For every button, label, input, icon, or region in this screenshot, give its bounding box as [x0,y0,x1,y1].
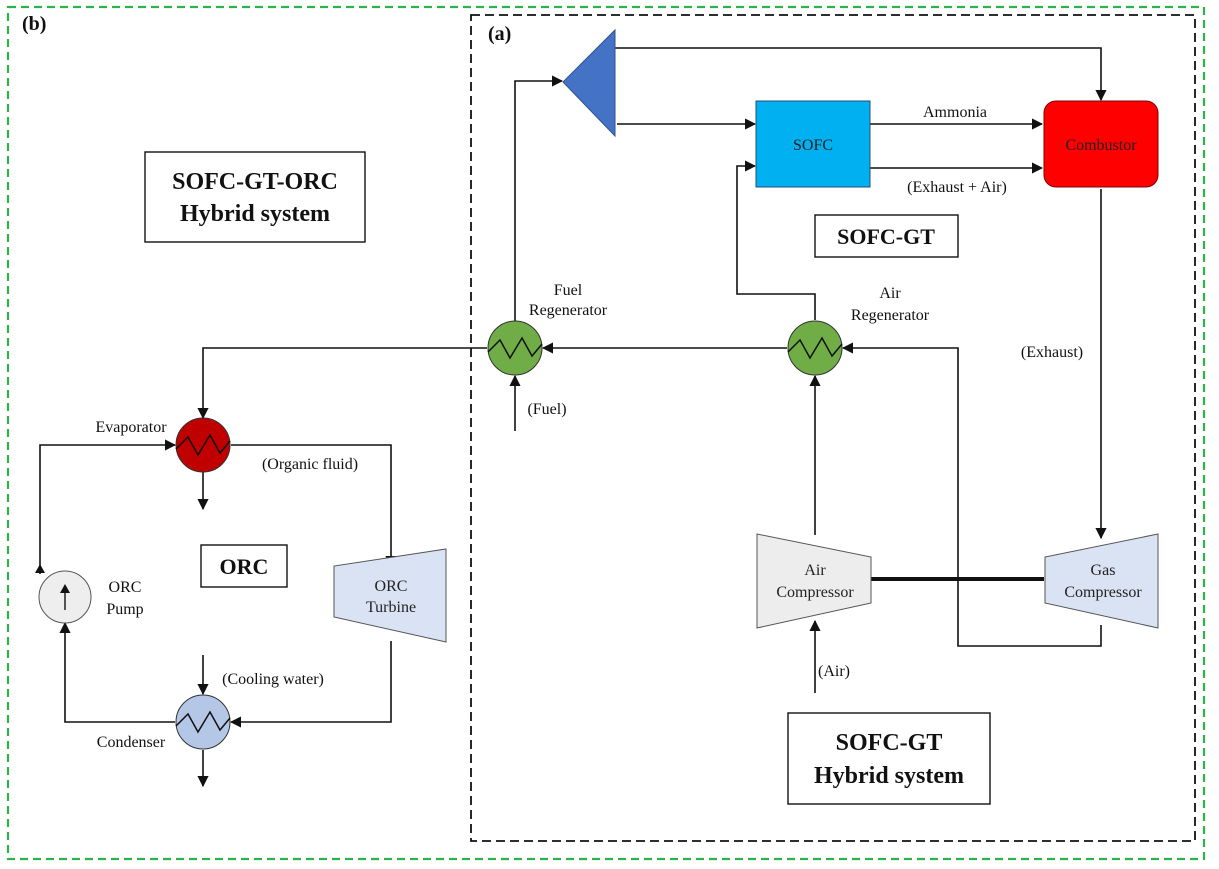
sofc-gt-hybrid-title-box: SOFC-GT Hybrid system [787,712,991,805]
outer-frame [6,5,1206,861]
sofc-gt-hybrid-title-line2: Hybrid system [814,763,964,789]
air-label: (Air) [818,663,850,680]
cooling-water-label: (Cooling water) [222,671,324,688]
sofc-gt-title-box: SOFC-GT [814,214,959,258]
sofc-gt-orc-title-line1: SOFC-GT-ORC [172,169,338,195]
evaporator-label: Evaporator [95,419,167,436]
ammonia-label: Ammonia [923,104,987,121]
sofc-gt-orc-title-line2: Hybrid system [180,201,330,227]
turbine-to-condenser-line [229,641,392,728]
air-compressor-label-1: Air [804,562,826,579]
orc-pump[interactable] [38,570,92,624]
sofc-label: SOFC [793,137,833,154]
combustor-block[interactable]: Combustor [1043,100,1159,188]
air-regen-label-1: Air [879,285,901,302]
sofc-block[interactable]: SOFC [755,100,871,188]
fuel-regen-label-1: Fuel [554,282,583,299]
gas-out-to-air-regen-line [841,342,1102,647]
inner-frame [470,14,1196,842]
sofc-gt-orc-title-box: SOFC-GT-ORC Hybrid system [144,151,366,243]
condenser-to-pump-line [59,621,175,723]
exhaust-air-label: (Exhaust + Air) [907,179,1007,196]
condenser-label: Condenser [97,734,166,751]
fuel-regenerator[interactable] [487,320,543,376]
fuel-label: (Fuel) [527,401,566,418]
sofc-gt-hybrid-title-line1: SOFC-GT [836,730,943,756]
gas-compressor-label-1: Gas [1091,562,1116,579]
orc-pump-label-2: Pump [106,601,143,618]
air-regen-to-sofc-line [736,160,816,320]
exhaust-label: (Exhaust) [1021,344,1083,361]
panel-label-b: (b) [22,13,46,35]
gas-compressor-label-2: Compressor [1064,584,1142,601]
orc-title: ORC [220,554,269,579]
fuel-regen-to-splitter-line [514,75,564,322]
condenser[interactable] [175,694,231,750]
orc-turbine-label-1: ORC [375,578,408,595]
gas-compressor[interactable]: Gas Compressor [1044,533,1159,629]
splitter-to-combustor-line [615,47,1107,102]
orc-title-box: ORC [200,544,288,588]
pump-to-evap-line [39,439,177,574]
air-compressor[interactable]: Air Compressor [756,533,872,629]
air-regen-label-2: Regenerator [851,307,930,324]
evap-to-turbine-line [231,444,397,568]
pump-outlet-arrowhead [35,564,45,573]
panel-label-a: (a) [488,23,511,45]
air-regenerator[interactable] [787,320,843,376]
evaporator[interactable] [175,417,231,473]
air-compressor-label-2: Compressor [776,584,854,601]
fuel-regen-label-2: Regenerator [529,302,608,319]
orc-turbine-label-2: Turbine [366,599,416,616]
orc-turbine[interactable]: ORC Turbine [333,548,447,643]
orc-pump-label-1: ORC [109,579,142,596]
fuel-regen-to-evap-line [197,347,487,420]
splitter-triangle[interactable] [562,28,616,138]
organic-fluid-label: (Organic fluid) [262,456,358,473]
sofc-gt-title: SOFC-GT [837,224,935,249]
combustor-label: Combustor [1065,137,1137,154]
